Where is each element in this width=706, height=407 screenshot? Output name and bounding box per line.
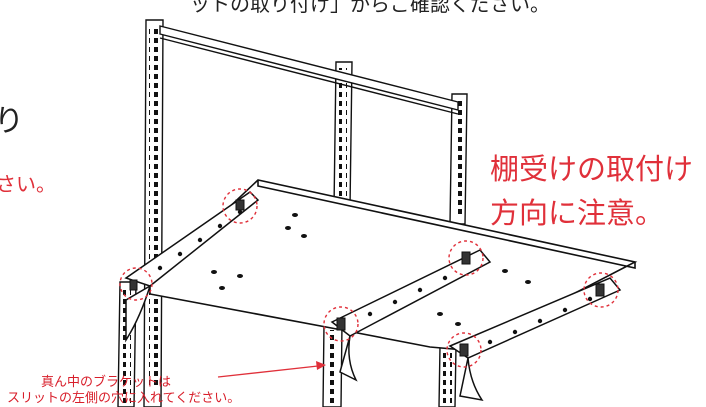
cropped-left-glyph: り — [0, 104, 24, 139]
front-upright-right — [438, 345, 457, 407]
callout-circle-front-middle — [323, 306, 359, 342]
arrow-pointer — [217, 361, 326, 378]
back-upright-middle — [333, 61, 353, 209]
callout-circle-back-middle — [448, 240, 484, 276]
callout-circle-back-left — [222, 188, 258, 224]
callout-circle-back-right — [583, 272, 619, 308]
callout-circle-front-left — [119, 267, 153, 301]
warning-label-line1: 棚受けの取付け — [490, 152, 694, 186]
bracket-note-line1: 真ん中のブラケットは — [41, 375, 172, 390]
warning-label-line2: 方向に注意。 — [490, 196, 665, 230]
callout-circles — [119, 188, 619, 368]
cropped-left-red-text: さい。 — [0, 172, 56, 196]
bracket-hooks — [129, 199, 605, 357]
top-rail — [159, 25, 459, 115]
bracket-middle — [330, 249, 492, 382]
back-upright-right — [449, 93, 468, 225]
bracket-left — [124, 191, 260, 343]
callout-circle-front-right — [446, 332, 482, 368]
cropped-header-text: ットの取り付け」からご確認ください。 — [190, 0, 550, 16]
back-upright-left — [143, 19, 164, 407]
front-upright-middle — [322, 323, 343, 407]
bracket-note-line2: スリットの左側の穴に入れてください。 — [7, 391, 241, 406]
